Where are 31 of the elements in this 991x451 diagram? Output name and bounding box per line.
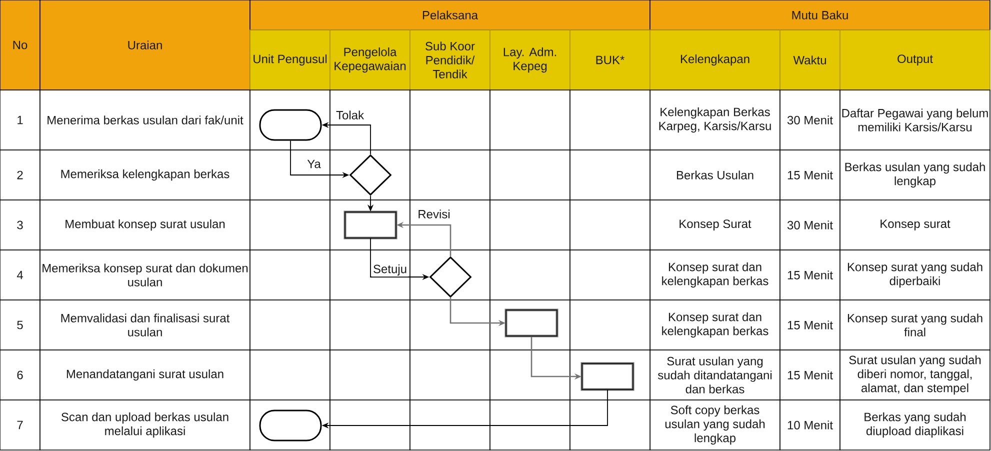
header-cell: Pengelola Kepegawaian	[330, 30, 410, 90]
header-cell: BUK*	[570, 30, 650, 90]
header-cell: Lay. Adm. Kepeg	[490, 30, 570, 90]
edge-label: Ya	[306, 158, 322, 170]
table-cell: 7	[0, 400, 40, 450]
terminator	[259, 109, 322, 141]
header-cell: Unit Pengusul	[250, 30, 330, 90]
header-cell: Sub Koor Pendidik/ Tendik	[410, 30, 490, 90]
table-cell: 1	[0, 90, 40, 150]
table-cell: 15 Menit	[780, 250, 840, 300]
table-cell: 15 Menit	[780, 150, 840, 200]
table-cell: 10 Menit	[780, 400, 840, 450]
table-cell: 5	[0, 300, 40, 350]
process-box	[504, 308, 558, 338]
table-cell: 3	[0, 200, 40, 250]
header-cell: Pelaksana	[250, 0, 650, 30]
header-cell: Mutu Baku	[650, 0, 990, 30]
table-cell: 6	[0, 350, 40, 400]
table-cell: 4	[0, 250, 40, 300]
edge-label: Tolak	[335, 110, 365, 120]
table-cell: 15 Menit	[780, 350, 840, 400]
process-box	[580, 362, 634, 391]
header-cell: Waktu	[780, 30, 840, 90]
table-cell: 2	[0, 150, 40, 200]
terminator	[259, 410, 322, 442]
edge-label: Revisi	[416, 208, 452, 220]
table-cell: 30 Menit	[780, 200, 840, 250]
table-cell: 15 Menit	[780, 300, 840, 350]
table-cell: 30 Menit	[780, 90, 840, 150]
header-cell: No	[0, 0, 40, 90]
process-box	[344, 210, 398, 240]
